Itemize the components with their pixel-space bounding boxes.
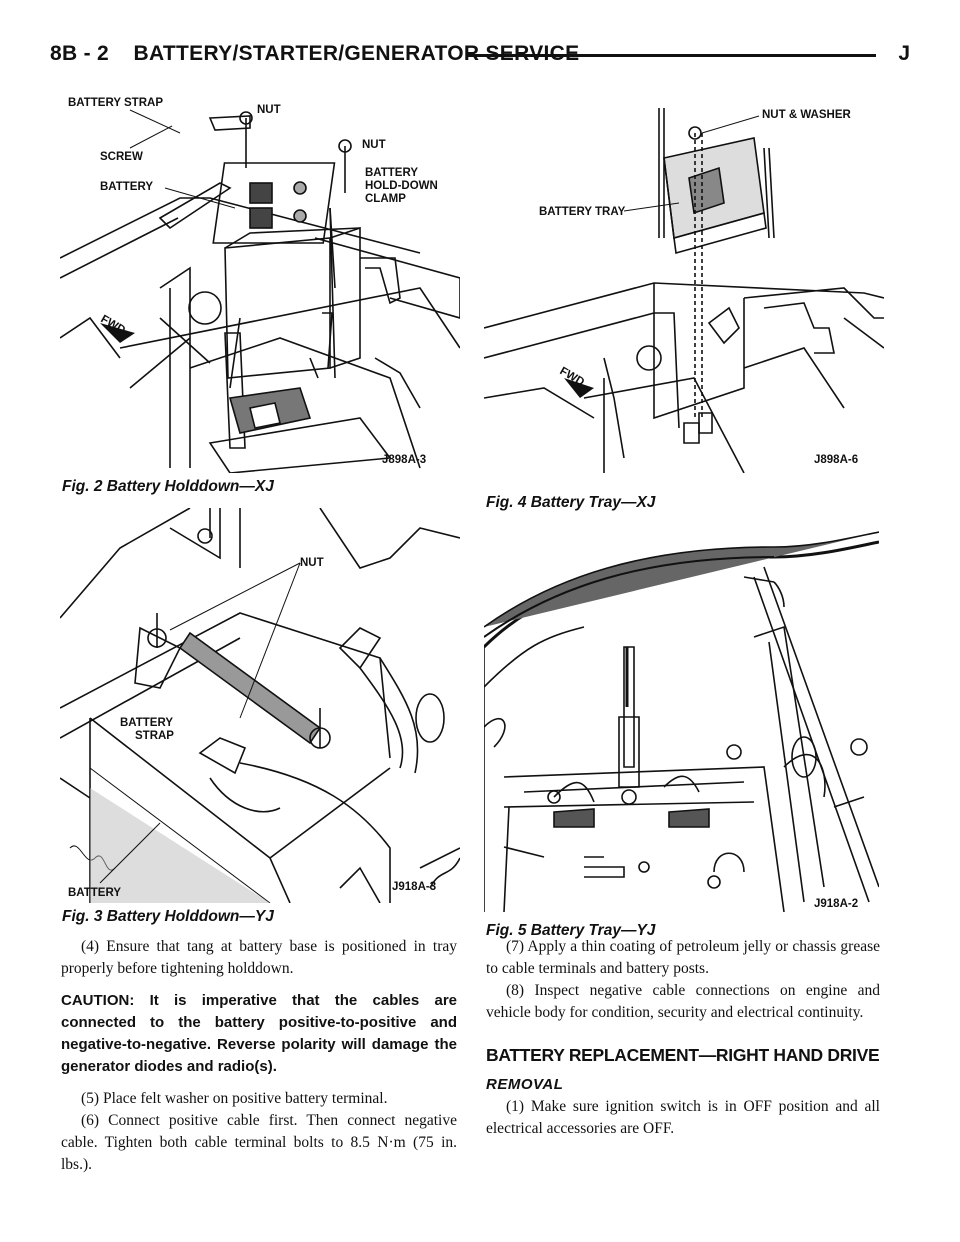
fig2-nut-label-1: NUT	[257, 104, 281, 116]
removal-step-1: (1) Make sure ignition switch is in OFF …	[486, 1098, 880, 1137]
figure-2-caption: Fig. 2 Battery Holddown—XJ	[62, 478, 274, 495]
figure-5-battery-tray-yj: J918A-2	[484, 527, 879, 912]
header-letter: J	[898, 42, 910, 65]
figure-4-illustration: FWD NUT & WASHER BATTERY TRAY J898A-6	[484, 108, 884, 473]
left-text-column: (4) Ensure that tang at battery base is …	[61, 936, 457, 1176]
fig2-battery-strap-label: BATTERY STRAP	[68, 97, 163, 109]
figure-4-battery-tray-xj: FWD NUT & WASHER BATTERY TRAY J898A-6	[484, 88, 884, 473]
fig4-code: J898A-6	[814, 454, 858, 466]
fig3-nut-label: NUT	[300, 557, 324, 569]
figure-2-illustration: FWD BATTERY STRAP NUT SCREW NUT BATTERY …	[60, 97, 460, 473]
step-8: (8) Inspect negative cable connections o…	[486, 982, 880, 1021]
fig2-code: J898A-3	[382, 454, 426, 466]
fig2-holddown-label-1: BATTERY	[365, 167, 418, 179]
fig4-nut-washer-label: NUT & WASHER	[762, 109, 852, 121]
fig2-holddown-label-2: HOLD-DOWN	[365, 180, 438, 192]
figure-3-battery-holddown-yj: NUT BATTERY STRAP BATTERY J918A-3	[60, 508, 460, 903]
figure-5-illustration: J918A-2	[484, 531, 879, 912]
fig3-code: J918A-3	[392, 881, 436, 893]
figure-2-battery-holddown-xj: FWD BATTERY STRAP NUT SCREW NUT BATTERY …	[60, 88, 460, 473]
page-header: 8B - 2 BATTERY/STARTER/GENERATOR SERVICE…	[50, 42, 910, 72]
step-6: (6) Connect positive cable first. Then c…	[61, 1112, 457, 1173]
fig5-code: J918A-2	[814, 898, 858, 910]
subsection-title: REMOVAL	[486, 1076, 564, 1093]
fig3-strap-label-2: STRAP	[135, 730, 174, 742]
fig4-battery-tray-label: BATTERY TRAY	[539, 206, 626, 218]
figure-3-caption: Fig. 3 Battery Holddown—YJ	[62, 908, 274, 925]
section-title: BATTERY REPLACEMENT—RIGHT HAND DRIVE	[486, 1045, 880, 1065]
step-4: (4) Ensure that tang at battery base is …	[61, 938, 457, 977]
figure-5-caption: Fig. 5 Battery Tray—YJ	[486, 922, 656, 939]
caution-note: CAUTION: It is imperative that the cable…	[61, 992, 457, 1075]
fig3-battery-label: BATTERY	[68, 887, 121, 899]
figure-4-caption: Fig. 4 Battery Tray—XJ	[486, 494, 656, 511]
fig2-screw-label: SCREW	[100, 151, 143, 163]
figure-3-illustration: NUT BATTERY STRAP BATTERY J918A-3	[60, 508, 460, 903]
right-text-column: (7) Apply a thin coating of petroleum je…	[486, 936, 880, 1140]
fig2-battery-label: BATTERY	[100, 181, 153, 193]
header-title: 8B - 2 BATTERY/STARTER/GENERATOR SERVICE	[50, 42, 580, 65]
step-7: (7) Apply a thin coating of petroleum je…	[486, 938, 880, 977]
step-5: (5) Place felt washer on positive batter…	[81, 1090, 388, 1107]
fig2-nut-label-2: NUT	[362, 139, 386, 151]
fig2-holddown-label-3: CLAMP	[365, 193, 406, 205]
header-rule	[468, 54, 876, 57]
fig3-strap-label-1: BATTERY	[120, 717, 173, 729]
